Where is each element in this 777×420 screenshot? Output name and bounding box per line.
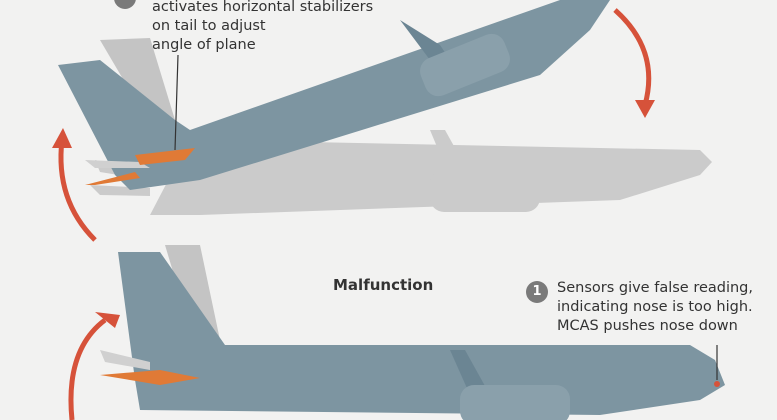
rotation-arrows: [58, 8, 652, 420]
arrow-nose-down-icon: [613, 8, 652, 106]
arrow-malfunction-icon: [68, 318, 107, 420]
callout-line: indicating nose is too high.: [557, 299, 753, 315]
callout-line: activates horizontal stabilizers: [152, 0, 374, 15]
malfunction-plane: [100, 245, 725, 420]
horizontal-stabilizer-top: [135, 148, 195, 165]
callout-line: MCAS pushes nose down: [557, 318, 738, 334]
sensor-dot: [714, 381, 720, 387]
level-plane-ghost: [90, 130, 712, 215]
arrow-tail-up-icon: [58, 139, 97, 242]
malfunction-title: Malfunction: [333, 276, 434, 294]
malfunction-callout: Sensors give false reading, indicating n…: [557, 279, 753, 336]
horizontal-stabilizer-bottom: [100, 370, 200, 385]
callout-line: Sensors give false reading,: [557, 280, 753, 296]
callout-line: on tail to adjust: [152, 18, 266, 34]
callout-line: angle of plane: [152, 37, 256, 53]
top-callout: activates horizontal stabilizers on tail…: [152, 0, 373, 55]
pitched-up-plane: [58, 0, 610, 190]
step-badge: 1: [526, 281, 548, 303]
